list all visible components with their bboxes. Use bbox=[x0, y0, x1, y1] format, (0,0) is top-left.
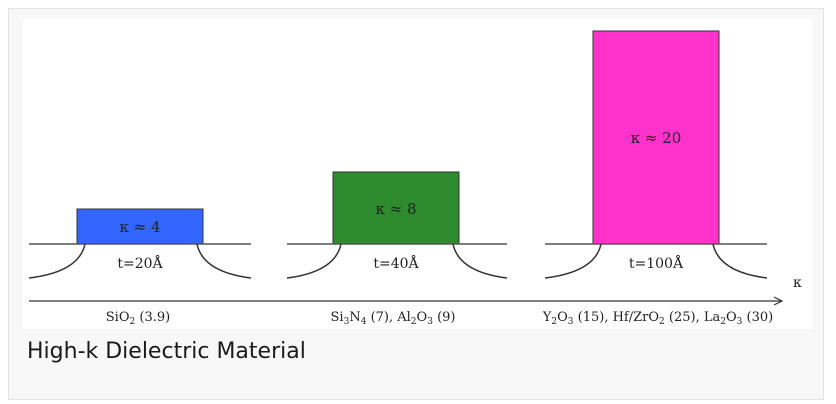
material-text: (7), Al bbox=[366, 310, 410, 325]
material-subscript: 2 bbox=[551, 317, 557, 327]
material-subscript: 4 bbox=[361, 317, 367, 327]
material-sio2-sub: 2 bbox=[130, 317, 136, 327]
material-subscript: 2 bbox=[411, 317, 417, 327]
right-curve-high-k bbox=[712, 243, 768, 279]
gate-label-mid-k: κ ≈ 8 bbox=[375, 200, 416, 218]
material-text: O bbox=[726, 310, 737, 325]
material-subscript: 2 bbox=[659, 317, 665, 327]
material-text: (30) bbox=[742, 310, 773, 325]
material-subscript: 2 bbox=[720, 317, 726, 327]
gate-label-high-k: κ ≈ 20 bbox=[631, 129, 682, 147]
material-sio2-rest: (3.9) bbox=[135, 310, 170, 325]
material-text: Y bbox=[542, 310, 552, 325]
figure-caption: High-k Dielectric Material bbox=[27, 339, 306, 364]
gate-high-k bbox=[592, 30, 720, 245]
material-text: N bbox=[349, 310, 360, 325]
kappa-axis-symbol: κ bbox=[793, 275, 802, 291]
gate-label-sio2: κ ≈ 4 bbox=[119, 218, 160, 236]
structure-sio2: κ ≈ 4 t=20Å bbox=[28, 208, 252, 279]
left-curve-mid-k bbox=[286, 243, 342, 279]
diagram-svg: κ ≈ 4 t=20Å κ ≈ 8 t=40Å κ ≈ 20 bbox=[28, 30, 802, 327]
material-text: (9) bbox=[433, 310, 456, 325]
material-subscript: 3 bbox=[427, 317, 433, 327]
material-label-high-k: Y2O3 (15), Hf/ZrO2 (25), La2O3 (30) bbox=[542, 310, 773, 327]
material-text: (25), La bbox=[665, 310, 721, 325]
thickness-high-k: t=100Å bbox=[629, 254, 684, 272]
material-subscript: 3 bbox=[568, 317, 574, 327]
right-curve-sio2 bbox=[196, 243, 252, 279]
material-sio2-base: SiO bbox=[106, 310, 130, 325]
right-curve-mid-k bbox=[452, 243, 508, 279]
material-text: (15), Hf/ZrO bbox=[574, 310, 660, 325]
thickness-sio2: t=20Å bbox=[117, 254, 163, 272]
material-text: O bbox=[417, 310, 428, 325]
left-curve-sio2 bbox=[28, 243, 86, 279]
material-text: Si bbox=[331, 310, 344, 325]
structure-mid-k: κ ≈ 8 t=40Å bbox=[286, 171, 508, 279]
kappa-axis-arrowhead bbox=[773, 296, 784, 306]
gate-mid-k bbox=[332, 171, 460, 245]
thickness-mid-k: t=40Å bbox=[373, 254, 419, 272]
structure-high-k: κ ≈ 20 t=100Å bbox=[544, 30, 768, 279]
figure-card: κ ≈ 4 t=20Å κ ≈ 8 t=40Å κ ≈ 20 bbox=[8, 8, 824, 400]
material-label-sio2: SiO2 (3.9) bbox=[106, 310, 170, 327]
left-curve-high-k bbox=[544, 243, 602, 279]
dielectric-diagram: κ ≈ 4 t=20Å κ ≈ 8 t=40Å κ ≈ 20 bbox=[23, 19, 813, 329]
material-subscript: 3 bbox=[344, 317, 350, 327]
material-label-mid-k: Si3N4 (7), Al2O3 (9) bbox=[331, 310, 456, 327]
material-text: O bbox=[557, 310, 568, 325]
material-subscript: 3 bbox=[737, 317, 743, 327]
gate-sio2 bbox=[76, 208, 204, 245]
